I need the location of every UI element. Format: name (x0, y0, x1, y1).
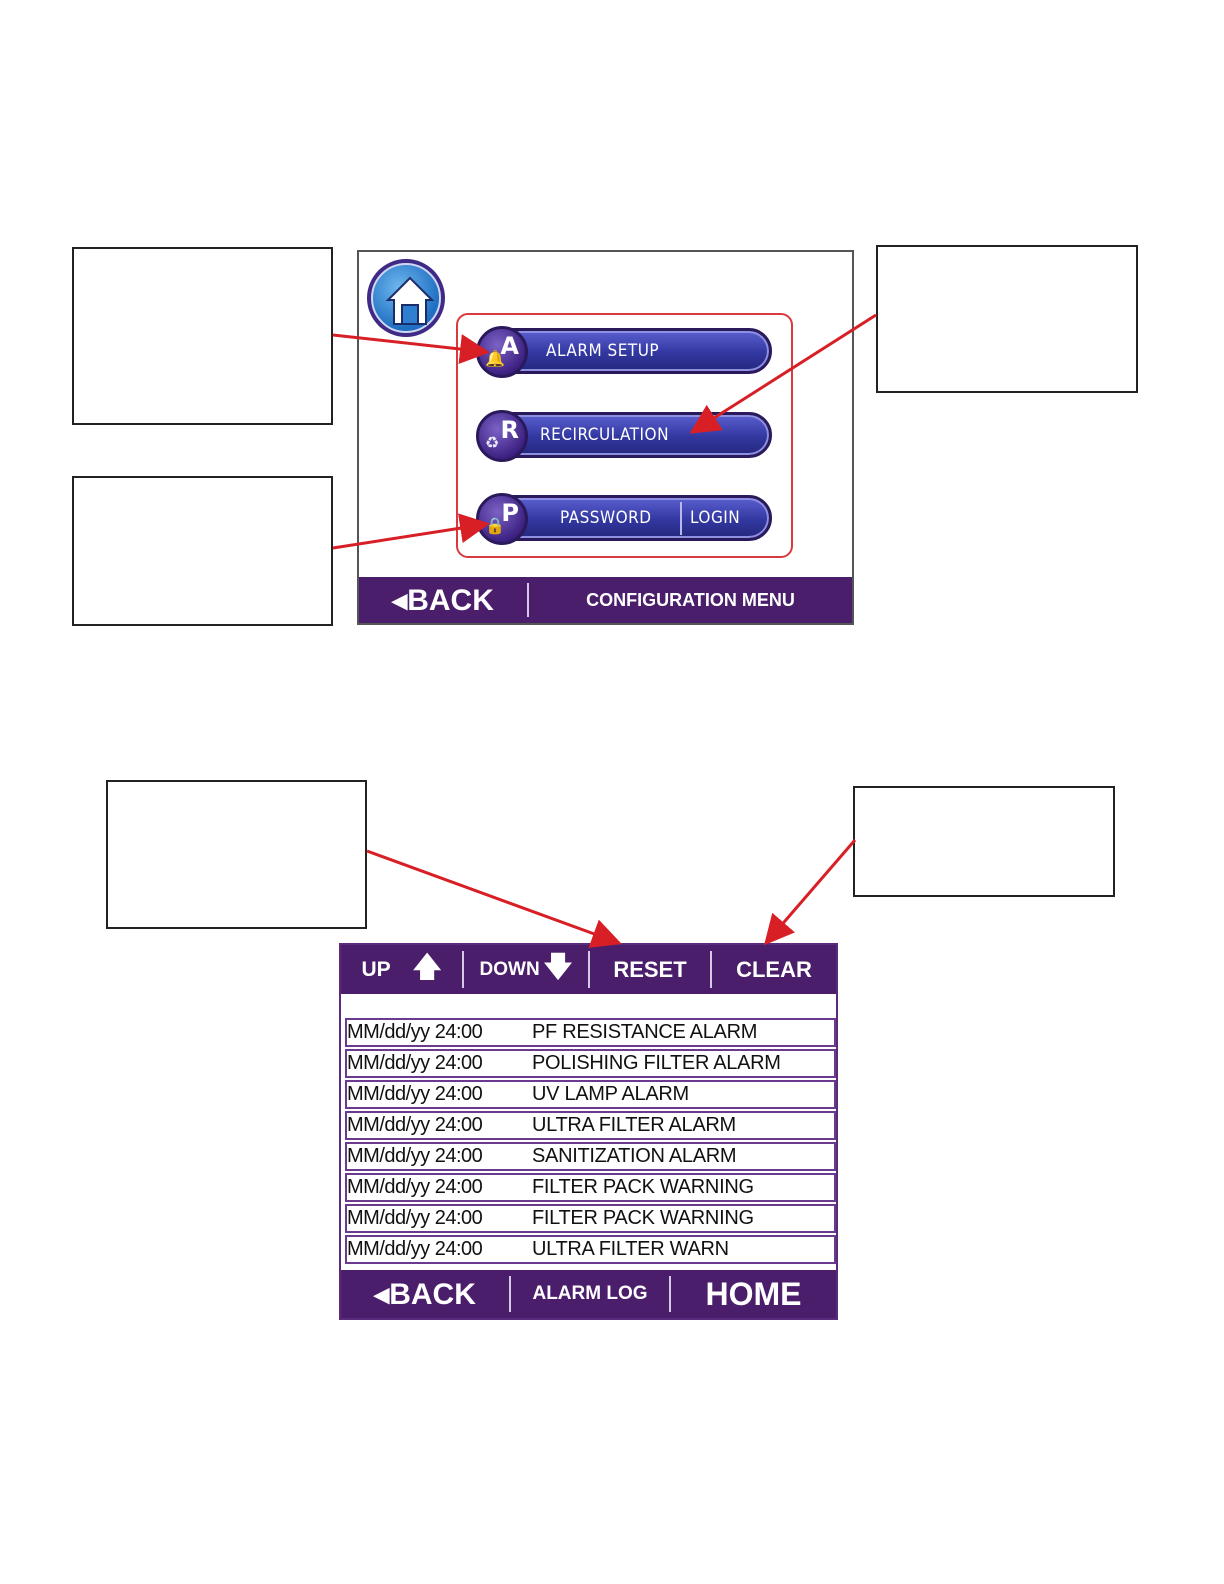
recirculation-label: RECIRCULATION (540, 425, 670, 445)
down-button[interactable]: DOWN 🡇 (464, 945, 588, 994)
arrow-to-clear (764, 839, 857, 946)
toolbar-divider (462, 951, 464, 988)
recycle-icon: ♻ (485, 435, 500, 452)
reset-button[interactable]: RESET (613, 956, 687, 982)
arrow-down-icon: 🡇 (543, 950, 573, 982)
back-button[interactable]: ◂BACK (392, 583, 494, 617)
alarm-setup-label: ALARM SETUP (546, 341, 660, 361)
config-footer-bar: ◂BACK CONFIGURATION MENU (359, 577, 852, 623)
alarm-log-toolbar: UP 🡅 DOWN 🡇 RESET CLEAR (341, 945, 836, 994)
menu-frame (456, 313, 793, 558)
screen-title: CONFIGURATION MENU (586, 589, 795, 610)
arrow-to-alarm-setup (332, 333, 490, 364)
back-button[interactable]: ◂BACK (374, 1277, 476, 1311)
home-icon (385, 276, 435, 325)
footer-divider (527, 583, 529, 617)
configuration-menu-screen: 🔔 A ALARM SETUP ♻ R RECIRCULATION 🔒 P PA… (357, 250, 854, 625)
password-login-divider (680, 502, 682, 535)
callout-box-recirculation (876, 245, 1138, 393)
footer-divider (509, 1276, 511, 1312)
toolbar-divider (710, 951, 712, 988)
arrow-to-password (332, 513, 490, 550)
home-button[interactable] (367, 259, 445, 337)
footer-divider (669, 1276, 671, 1312)
callout-box-alarm-setup (72, 247, 333, 425)
recirculation-button[interactable]: ♻ R RECIRCULATION (476, 410, 772, 462)
home-text-button[interactable]: HOME (705, 1275, 802, 1312)
lock-icon: 🔒 (485, 518, 505, 535)
callout-box-clear (853, 786, 1115, 897)
password-label: PASSWORD (560, 508, 652, 528)
recirculation-badge: ♻ R (476, 410, 528, 462)
arrow-up-icon: 🡅 (412, 950, 442, 982)
callout-box-password (72, 476, 333, 626)
clear-button[interactable]: CLEAR (736, 956, 812, 982)
login-label: LOGIN (690, 508, 741, 528)
alarm-log-footer-bar: ◂BACK ALARM LOG HOME (341, 1270, 836, 1318)
arrow-to-recirculation (689, 313, 877, 434)
callout-box-reset (106, 780, 367, 929)
toolbar-divider (588, 951, 590, 988)
screen-title: ALARM LOG (532, 1283, 648, 1304)
arrow-to-reset (366, 849, 622, 948)
up-button[interactable]: UP 🡅 (341, 945, 462, 994)
